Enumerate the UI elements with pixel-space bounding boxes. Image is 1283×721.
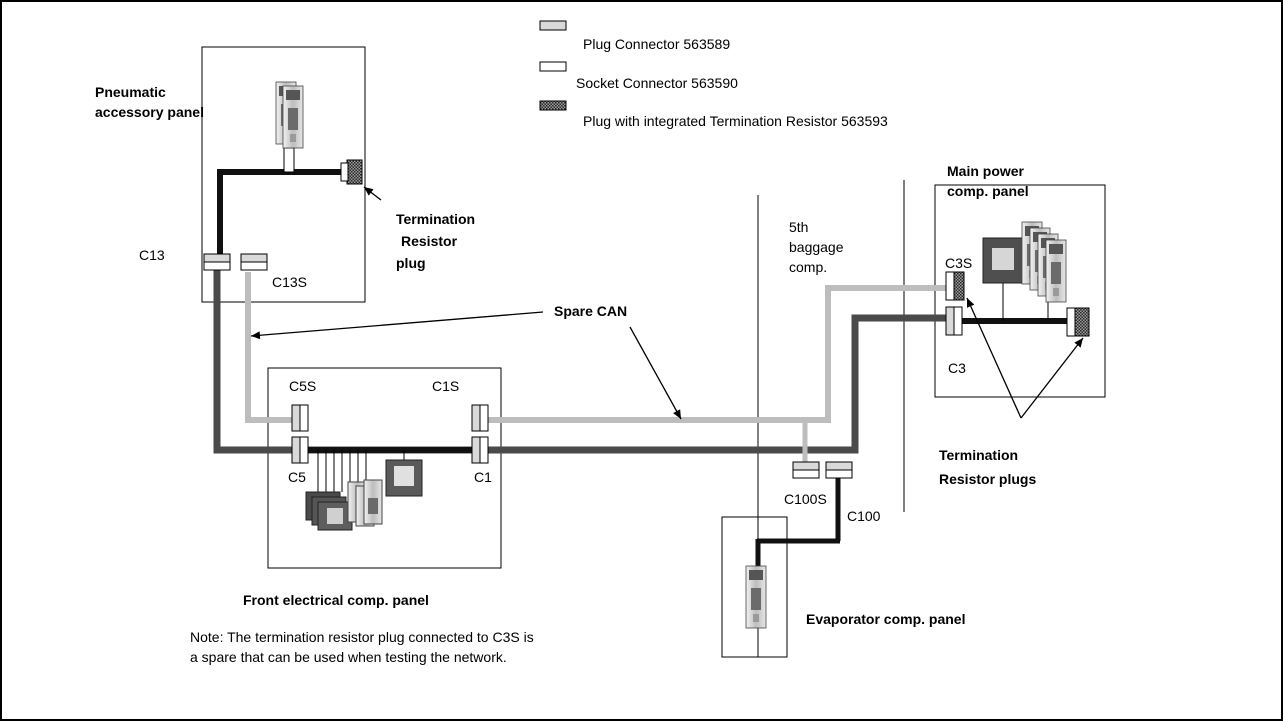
- connector-c13s: [241, 254, 267, 270]
- note-text: Note: The termination resistor plug conn…: [190, 629, 534, 665]
- connector-c5s: [292, 405, 308, 431]
- pneumatic-drop-wires: [284, 148, 294, 172]
- label-c1: C1: [474, 469, 492, 485]
- arrow-termination-c3s: [967, 298, 1021, 418]
- main-power-display-unit: [983, 238, 1023, 283]
- main-power-termination-plug: [1067, 308, 1089, 336]
- evaporator-module: [746, 566, 766, 628]
- spare-can-bus: [248, 272, 295, 420]
- legend-plug-swatch: [540, 21, 566, 30]
- evaporator-panel-title: Evaporator comp. panel: [806, 611, 965, 627]
- label-c13: C13: [139, 247, 165, 263]
- connector-c1s: [472, 405, 488, 431]
- legend-socket-swatch: [540, 62, 566, 71]
- label-c1s: C1S: [432, 378, 459, 394]
- label-c5s: C5S: [289, 378, 316, 394]
- legend-term-swatch: [540, 101, 566, 110]
- spare-can-label: Spare CAN: [554, 303, 627, 319]
- legend: Plug Connector 563589 Socket Connector 5…: [540, 21, 888, 129]
- connector-c1: [472, 437, 488, 463]
- connector-c13: [204, 254, 230, 270]
- label-c100s: C100S: [784, 491, 827, 507]
- front-electrical-panel-title: Front electrical comp. panel: [243, 592, 429, 608]
- connector-c100s: [793, 462, 819, 478]
- pneumatic-module: [276, 82, 303, 148]
- front-electrical-panel-box: [268, 368, 501, 568]
- main-power-module-stack: [1022, 222, 1066, 302]
- front-display-unit: [386, 460, 422, 496]
- arrow-spare-can-right: [630, 327, 681, 419]
- label-c100: C100: [847, 508, 881, 524]
- pneumatic-termination-plug: [347, 160, 362, 184]
- connector-c100: [826, 462, 852, 478]
- connector-c5: [292, 437, 308, 463]
- label-c13s: C13S: [272, 274, 307, 290]
- label-c5: C5: [288, 469, 306, 485]
- connector-c3: [946, 307, 962, 335]
- pneumatic-termination-plug-body: [341, 163, 348, 181]
- legend-plug-label: Plug Connector 563589: [583, 36, 730, 52]
- legend-socket-label: Socket Connector 563590: [576, 75, 738, 91]
- connector-c3s: [946, 272, 964, 300]
- arrow-spare-can-left: [251, 312, 543, 336]
- label-c3: C3: [948, 360, 966, 376]
- legend-term-label: Plug with integrated Termination Resisto…: [583, 113, 888, 129]
- front-module-stack-2: [348, 480, 382, 526]
- arrow-termination-resistor-plug: [364, 187, 381, 200]
- arrow-termination-right: [1021, 338, 1083, 418]
- label-c3s: C3S: [945, 255, 972, 271]
- front-module-stack-1: [306, 492, 352, 530]
